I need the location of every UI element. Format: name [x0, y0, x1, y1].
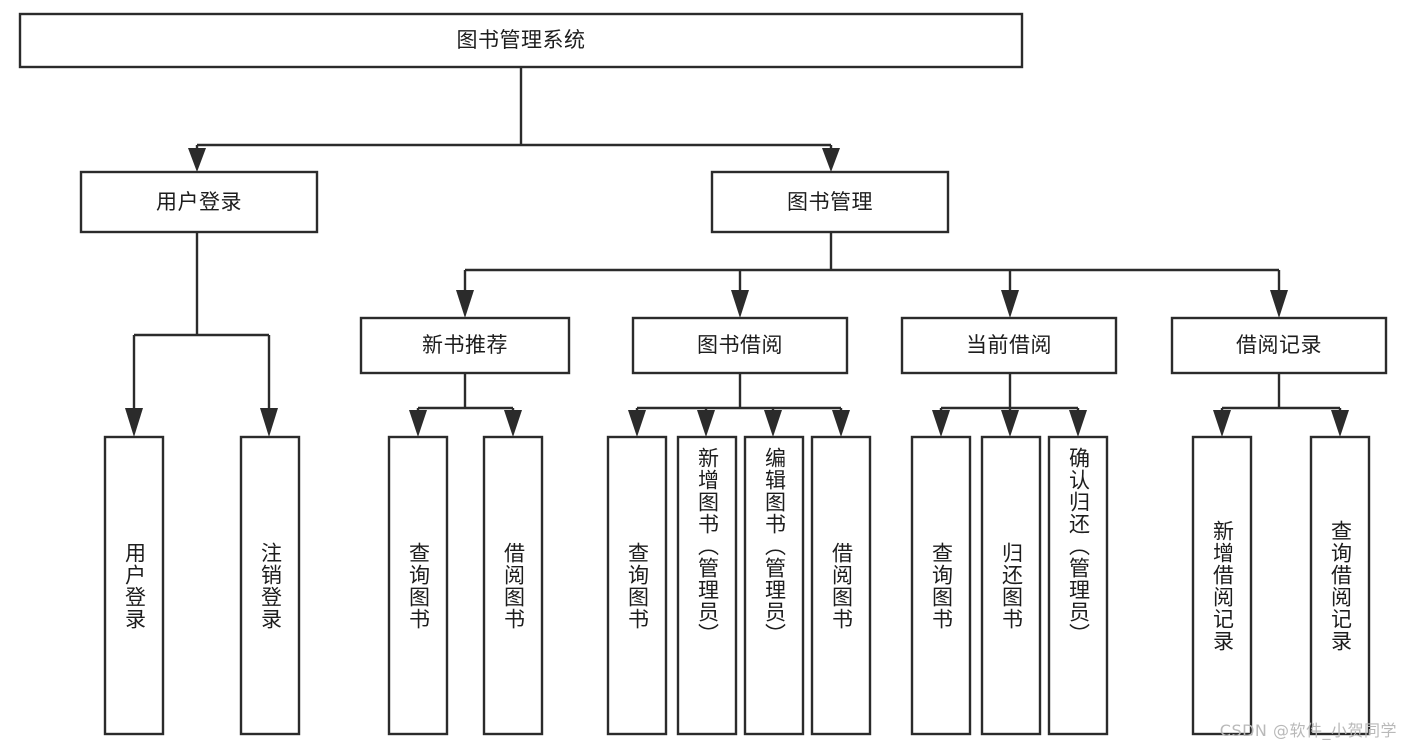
- node-box-leaf-query-book-3[interactable]: [910, 435, 972, 736]
- arrow-head-leaf-add-book: [697, 410, 715, 437]
- arrow-head-leaf-query-record: [1331, 410, 1349, 437]
- connector-group-new-book-recommend: [409, 373, 522, 437]
- node-box-leaf-add-record[interactable]: [1191, 435, 1253, 736]
- node-box-leaf-borrow-book-2[interactable]: [810, 435, 872, 736]
- arrow-head-book-borrow: [731, 290, 749, 318]
- arrow-head-leaf-query-book-1: [409, 410, 427, 437]
- connector-group-root: [188, 67, 840, 172]
- arrow-head-current-borrow: [1001, 290, 1019, 318]
- arrow-head-leaf-edit-book: [764, 410, 782, 437]
- node-box-book-management[interactable]: [710, 170, 950, 234]
- node-box-user-login[interactable]: [79, 170, 319, 234]
- node-box-leaf-query-book-1[interactable]: [387, 435, 449, 736]
- arrow-head-leaf-logout: [260, 408, 278, 437]
- node-box-leaf-add-book[interactable]: [676, 435, 738, 736]
- arrow-head-borrow-record: [1270, 290, 1288, 318]
- node-box-current-borrow[interactable]: [900, 316, 1118, 375]
- node-box-leaf-query-record[interactable]: [1309, 435, 1371, 736]
- arrow-head-leaf-add-record: [1213, 410, 1231, 437]
- node-box-leaf-edit-book[interactable]: [743, 435, 805, 736]
- arrow-head-leaf-return-book: [1001, 410, 1019, 437]
- node-box-leaf-logout[interactable]: [239, 435, 301, 736]
- arrow-head-leaf-query-book-2: [628, 410, 646, 437]
- node-box-leaf-confirm-return[interactable]: [1047, 435, 1109, 736]
- connector-group-user-login: [125, 232, 278, 437]
- node-box-leaf-query-book-2[interactable]: [606, 435, 668, 736]
- connector-group-borrow-record: [1213, 373, 1349, 437]
- arrow-head-leaf-query-book-3: [932, 410, 950, 437]
- node-box-new-book-recommend[interactable]: [359, 316, 571, 375]
- arrow-head-leaf-borrow-book-1: [504, 410, 522, 437]
- node-box-leaf-user-login[interactable]: [103, 435, 165, 736]
- arrow-head-new-book-recommend: [456, 290, 474, 318]
- connector-group-book-borrow: [628, 373, 850, 437]
- node-box-borrow-record[interactable]: [1170, 316, 1388, 375]
- arrow-head-user-login: [188, 148, 206, 172]
- arrow-head-book-management: [822, 148, 840, 172]
- node-box-leaf-return-book[interactable]: [980, 435, 1042, 736]
- connector-group-book-management: [456, 232, 1288, 318]
- node-box-root[interactable]: [18, 12, 1024, 69]
- connector-group-current-borrow: [932, 373, 1087, 437]
- arrow-head-leaf-borrow-book-2: [832, 410, 850, 437]
- arrow-head-leaf-user-login: [125, 408, 143, 437]
- node-box-book-borrow[interactable]: [631, 316, 849, 375]
- node-box-leaf-borrow-book-1[interactable]: [482, 435, 544, 736]
- arrow-head-leaf-confirm-return: [1069, 410, 1087, 437]
